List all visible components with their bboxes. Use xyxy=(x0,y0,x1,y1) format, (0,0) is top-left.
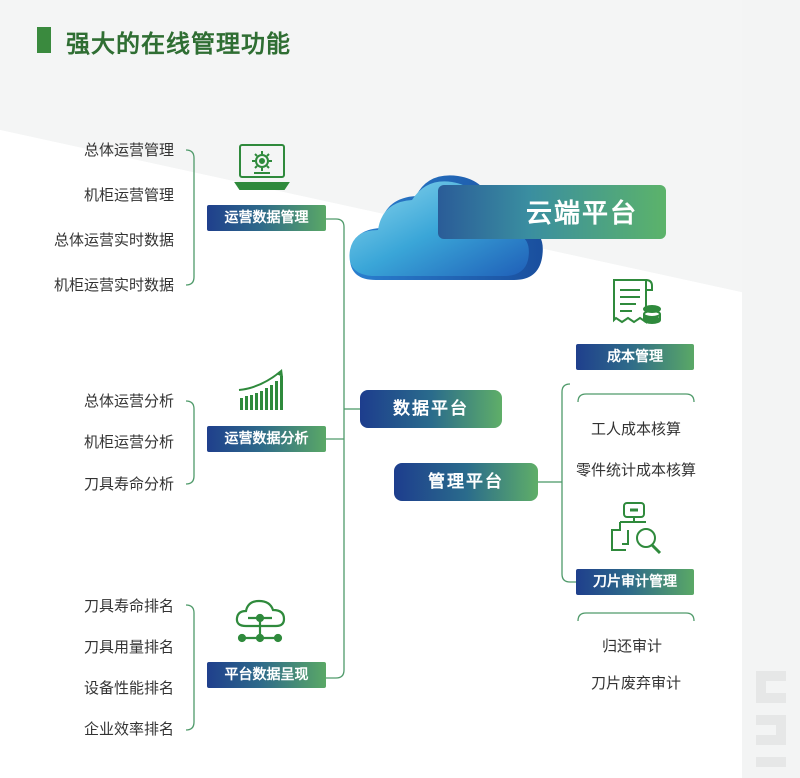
title-accent-bar xyxy=(37,27,51,53)
badge-operation-data-management: 运营数据管理 xyxy=(207,205,326,231)
left-item: 企业效率排名 xyxy=(83,720,174,738)
cloud-platform-label: 云端平台 xyxy=(526,199,639,229)
cloud-platform-label-bg xyxy=(438,185,666,239)
left-item: 机柜运营实时数据 xyxy=(53,276,174,294)
left-item: 刀具寿命分析 xyxy=(83,475,174,493)
left-item: 机柜运营分析 xyxy=(83,433,174,451)
management-platform-pill: 管理平台 xyxy=(394,463,538,501)
robot-search-icon xyxy=(611,502,662,555)
left-item: 刀具寿命排名 xyxy=(83,597,174,615)
watermark-graphic xyxy=(756,671,786,767)
right-item: 刀片废弃审计 xyxy=(590,674,681,692)
badge-operation-data-analysis: 运营数据分析 xyxy=(207,426,326,452)
page-title: 强大的在线管理功能 xyxy=(66,30,291,58)
left-item: 设备性能排名 xyxy=(83,679,174,697)
bar-chart-growth-icon xyxy=(238,369,283,410)
left-item: 总体运营分析 xyxy=(83,392,174,410)
cloud-network-icon xyxy=(235,599,286,643)
right-item: 归还审计 xyxy=(601,637,662,655)
left-item: 机柜运营管理 xyxy=(83,186,174,204)
badge-platform-data-presentation: 平台数据呈现 xyxy=(207,662,326,688)
left-item: 总体运营管理 xyxy=(83,141,174,159)
right-item: 工人成本核算 xyxy=(590,420,681,438)
data-platform-pill: 数据平台 xyxy=(360,390,502,428)
laptop-gear-icon xyxy=(234,144,290,190)
right-item: 零件统计成本核算 xyxy=(575,461,696,479)
badge-blade-audit-management: 刀片审计管理 xyxy=(576,569,694,595)
left-item: 刀具用量排名 xyxy=(83,638,174,656)
right-edge-strip xyxy=(742,0,800,778)
left-item: 总体运营实时数据 xyxy=(53,231,174,249)
badge-cost-management: 成本管理 xyxy=(576,344,694,370)
receipt-coins-icon xyxy=(613,279,661,324)
